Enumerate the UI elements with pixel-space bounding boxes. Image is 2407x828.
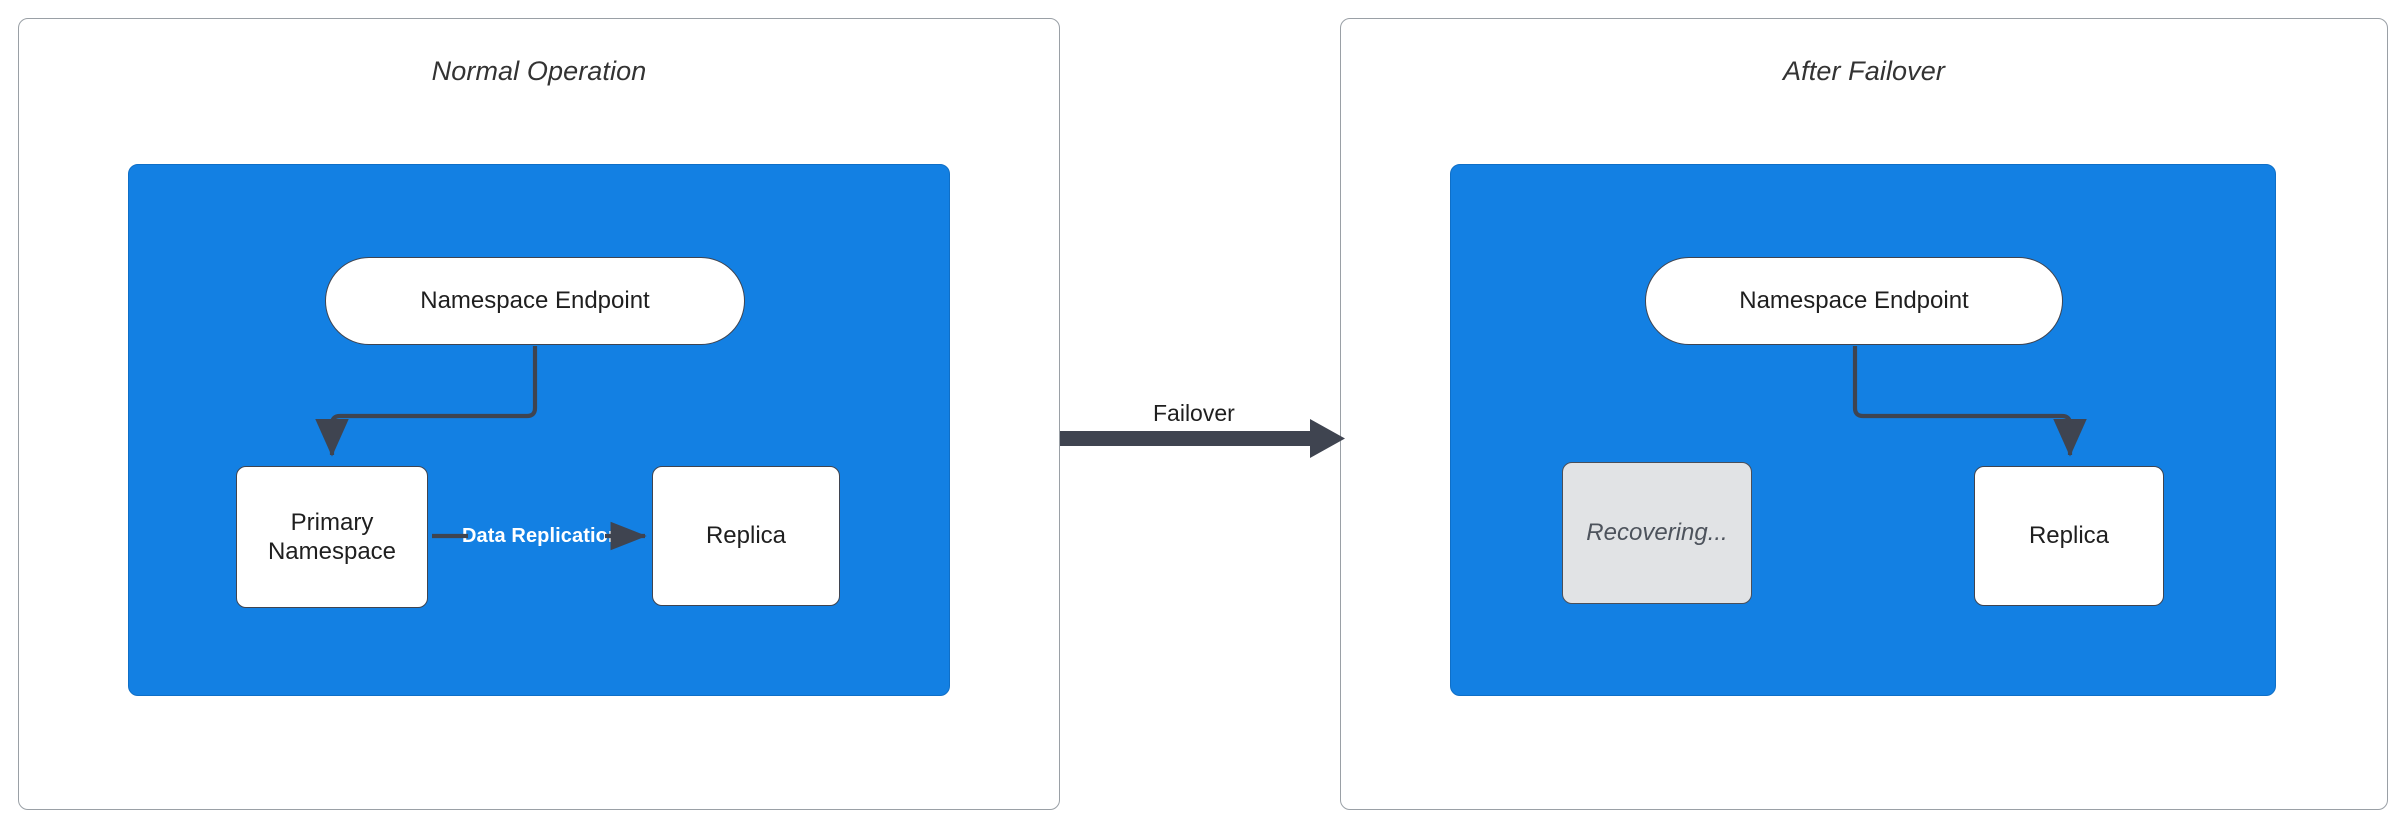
- node-label: Primary Namespace: [268, 508, 396, 567]
- node-label: Replica: [2028, 522, 2110, 550]
- node-recovering[interactable]: Recovering...: [1562, 462, 1752, 604]
- node-namespace-endpoint-failover[interactable]: Namespace Endpoint: [1645, 257, 2063, 345]
- cluster-after-failover: [1450, 164, 2276, 696]
- node-label-line2: Namespace: [267, 538, 397, 565]
- node-primary-namespace[interactable]: Primary Namespace: [236, 466, 428, 608]
- node-namespace-endpoint-normal[interactable]: Namespace Endpoint: [325, 257, 745, 345]
- panel-after-failover-title: After Failover: [1783, 56, 1945, 86]
- node-replica-normal[interactable]: Replica: [652, 466, 840, 606]
- node-label: Recovering...: [1586, 519, 1728, 547]
- node-label: Namespace Endpoint: [420, 287, 650, 315]
- node-replica-failover[interactable]: Replica: [1974, 466, 2164, 606]
- node-label: Replica: [705, 522, 787, 550]
- panel-normal-operation-title: Normal Operation: [431, 56, 647, 86]
- edge-label-data-replication: Data Replication: [462, 525, 621, 547]
- node-label: Namespace Endpoint: [1739, 287, 1969, 315]
- cluster-normal-operation: [128, 164, 950, 696]
- transition-label-failover: Failover: [1153, 400, 1235, 426]
- node-label-line1: Primary: [290, 508, 374, 536]
